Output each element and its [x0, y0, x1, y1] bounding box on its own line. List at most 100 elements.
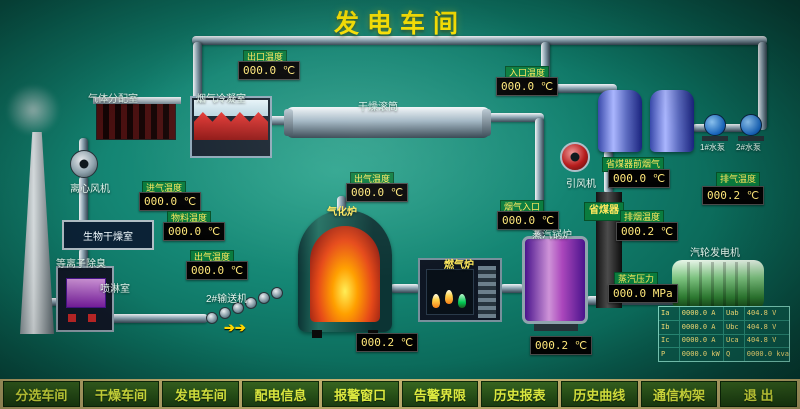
fan-hub	[570, 152, 580, 162]
pipe	[46, 298, 60, 306]
pipe	[541, 84, 617, 93]
bio-drying-room: 生物干燥室	[62, 220, 154, 250]
fan-hub	[79, 159, 89, 169]
generator-table-cell: Ubc	[724, 320, 745, 334]
generator-table-cell: 0000.0 A	[680, 307, 724, 320]
flue-cooling-room	[190, 96, 272, 158]
spray-room-label: 喷淋室	[100, 284, 130, 295]
steam-boiler	[522, 236, 588, 324]
generator-table-cell: Ib	[659, 320, 680, 334]
conveyor-label: 2#输送机	[206, 294, 248, 305]
boiler-temp-display: 000.2 ℃	[530, 336, 593, 355]
menu-history-report[interactable]: 历史报表	[481, 381, 558, 407]
menu-comm-structure[interactable]: 通信构架	[640, 381, 718, 407]
gas-distribution-room-label: 气体分配室	[88, 94, 138, 105]
vessel-leg	[312, 330, 322, 338]
storage-tank-1	[598, 90, 642, 152]
pipe	[758, 42, 767, 130]
generator-table-cell: 0000.0 kvar	[746, 350, 789, 359]
pipe	[488, 113, 544, 122]
generator-table-cell: Q	[724, 348, 745, 361]
drum-end-cap	[482, 109, 491, 136]
pipe	[535, 118, 544, 242]
gas-furnace-label: 燃气炉	[444, 260, 474, 271]
tail-gas-temp-display: 000.2 ℃	[702, 186, 765, 205]
indicator	[68, 314, 76, 322]
pipe	[192, 36, 767, 45]
menu-alarm-window[interactable]: 报警窗口	[321, 381, 399, 407]
pipe	[79, 176, 88, 224]
pipe	[390, 284, 420, 293]
plasma-core	[66, 278, 106, 308]
inlet-temp-display: 000.0 ℃	[496, 77, 559, 96]
conveyor-roller	[219, 307, 231, 319]
pipe	[692, 124, 760, 132]
water-pump-2	[740, 114, 762, 136]
pump-base	[738, 136, 764, 141]
boiler-base	[534, 324, 578, 331]
conveyor-roller	[245, 297, 257, 309]
pipe	[541, 42, 550, 88]
menu-exit[interactable]: 退 出	[720, 381, 798, 407]
outgas-temp-left-display: 000.0 ℃	[186, 261, 249, 280]
pipe	[268, 116, 292, 125]
induced-fan-icon	[560, 142, 590, 172]
drying-drum	[286, 107, 490, 138]
conveyor-roller	[271, 287, 283, 299]
indicator	[88, 314, 96, 322]
flue-inlet-temp-display: 000.0 ℃	[497, 211, 560, 230]
menu-history-curve[interactable]: 历史曲线	[560, 381, 638, 407]
menu-power-dist-info[interactable]: 配电信息	[242, 381, 319, 407]
conveyor-roller	[258, 292, 270, 304]
menu-drying-workshop[interactable]: 干燥车间	[82, 381, 160, 407]
tail-gas-temp-label: 排气温度	[716, 172, 761, 188]
flame-icon	[310, 226, 380, 322]
generator-table-cell: Ia	[659, 307, 680, 320]
drum-end-cap	[284, 109, 293, 136]
pipe	[337, 196, 346, 214]
generator-table-cell: 404.8 V	[746, 336, 777, 345]
turbine-generator-label: 汽轮发电机	[690, 248, 740, 259]
steam-boiler-label: 蒸汽锅炉	[532, 230, 572, 241]
economizer-label: 省煤器	[584, 202, 624, 221]
pipe	[110, 314, 208, 323]
pipe	[500, 284, 524, 293]
chimney	[20, 132, 54, 334]
exhaust-temp-display: 000.2 ℃	[616, 222, 679, 241]
induced-fan-label: 引风机	[566, 179, 596, 190]
generator-table-cell: P	[659, 348, 680, 361]
pump2-label: 2#水泵	[736, 143, 761, 152]
pump-base	[702, 136, 728, 141]
flame-icon	[445, 290, 453, 304]
bottom-menu-bar: 分选车间 干燥车间 发电车间 配电信息 报警窗口 告警界限 历史报表 历史曲线 …	[0, 379, 800, 409]
plasma-deodor-label: 等离子除臭	[56, 259, 106, 270]
pipe	[79, 248, 88, 270]
menu-alarm-limits[interactable]: 告警界限	[401, 381, 479, 407]
outgas-temp-mid-display: 000.0 ℃	[346, 183, 409, 202]
generator-table-cell: 0000.0 A	[680, 334, 724, 348]
plasma-deodor-unit	[56, 266, 114, 332]
generator-table-cell: Uca	[724, 334, 745, 348]
flame-icon	[458, 294, 466, 308]
water-pump-1	[704, 114, 726, 136]
pipe	[193, 42, 202, 100]
generator-table-cell: 404.8 V	[746, 322, 777, 331]
eco-front-temp-display: 000.0 ℃	[608, 169, 671, 188]
gas-distribution-room	[93, 97, 181, 140]
flow-arrows-icon: ➔➔	[224, 320, 246, 335]
generator-table-cell: 0000.0 kW	[680, 348, 724, 361]
cooler-heat-element	[194, 112, 268, 140]
menu-sorting-workshop[interactable]: 分选车间	[3, 381, 80, 407]
menu-power-workshop[interactable]: 发电车间	[162, 381, 240, 407]
outlet-temp-display: 000.0 ℃	[238, 61, 301, 80]
steam-pressure-label: 蒸汽压力	[614, 272, 659, 288]
generator-table-cell: Ic	[659, 334, 680, 348]
gas-furnace	[418, 258, 502, 322]
intake-temp-display: 000.0 ℃	[139, 192, 202, 211]
